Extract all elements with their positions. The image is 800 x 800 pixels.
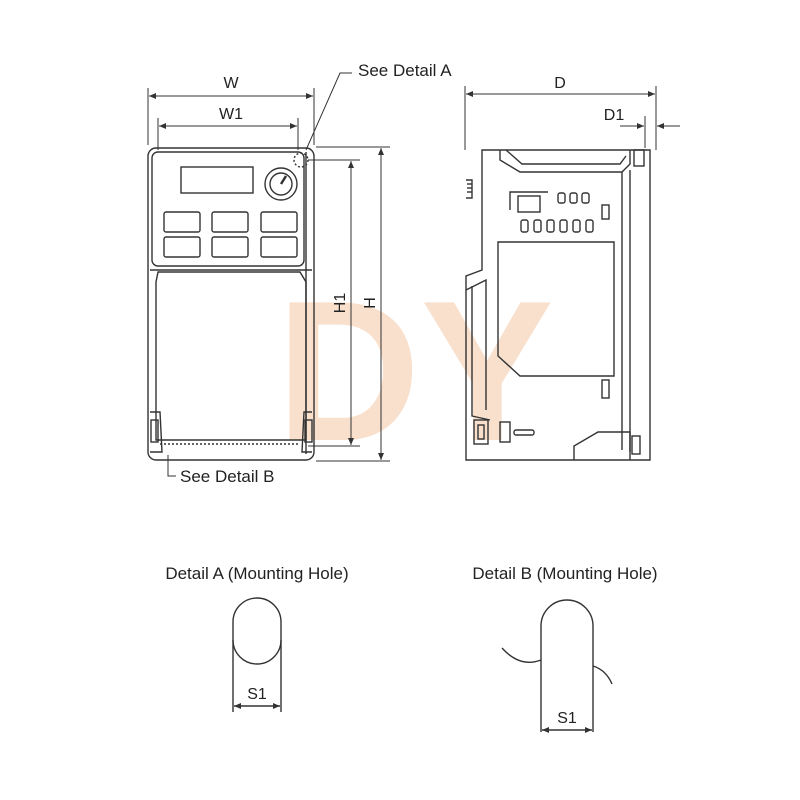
- key-button: [163, 211, 201, 233]
- side-bottom-foot: [573, 431, 631, 460]
- key-button: [211, 236, 249, 258]
- mounting-slot-b-shape: [540, 599, 594, 732]
- watermark: DY: [276, 260, 554, 483]
- key-button: [163, 236, 201, 258]
- knob-indicator: [279, 175, 288, 185]
- display-window: [180, 166, 254, 194]
- side-view: [465, 149, 651, 461]
- bottom-foot-left: [150, 411, 163, 453]
- detail-a-drawing: [232, 597, 282, 712]
- detail-b-leader: [167, 455, 176, 477]
- foot-slot-left: [150, 419, 159, 443]
- dim-w-label: W: [223, 75, 239, 92]
- dim-d-label: D: [554, 75, 566, 92]
- dim-s1-a-label: S1: [247, 686, 267, 703]
- mounting-hole-a-shape: [232, 597, 282, 665]
- knob-outer: [264, 167, 298, 201]
- detail-b-title: Detail B (Mounting Hole): [472, 564, 657, 583]
- side-body-outline: [465, 149, 651, 461]
- dim-h1-label: H1: [332, 293, 349, 314]
- front-dimensions: [147, 72, 390, 477]
- detail-b-drawing: [501, 599, 613, 733]
- side-top-handle: [499, 150, 631, 173]
- side-grip: [466, 179, 473, 199]
- side-bottom-clip: [473, 419, 489, 445]
- side-port-bracket: [509, 191, 548, 210]
- dim-w1-label: W1: [219, 106, 243, 123]
- front-body-outline: [147, 147, 315, 461]
- see-detail-a-label: See Detail A: [358, 61, 452, 80]
- front-view: [147, 147, 315, 461]
- side-dimensions: [464, 86, 680, 150]
- detail-a-leader: [305, 72, 352, 151]
- bottom-foot-right: [301, 411, 312, 453]
- keypad-panel: [151, 151, 305, 267]
- side-top-clip: [633, 149, 645, 167]
- side-vent: [601, 379, 610, 399]
- dim-h-label: H: [362, 297, 379, 309]
- foot-slot-right: [304, 419, 313, 443]
- side-vent: [601, 204, 610, 220]
- side-port: [517, 195, 541, 213]
- dim-s1-b-label: S1: [557, 710, 577, 727]
- key-button: [260, 236, 298, 258]
- knob-inner: [269, 172, 293, 196]
- key-button: [211, 211, 249, 233]
- detail-a-title: Detail A (Mounting Hole): [165, 564, 348, 583]
- dim-d1-label: D1: [604, 107, 625, 124]
- see-detail-b-label: See Detail B: [180, 467, 275, 486]
- key-button: [260, 211, 298, 233]
- side-label-area: [497, 241, 615, 377]
